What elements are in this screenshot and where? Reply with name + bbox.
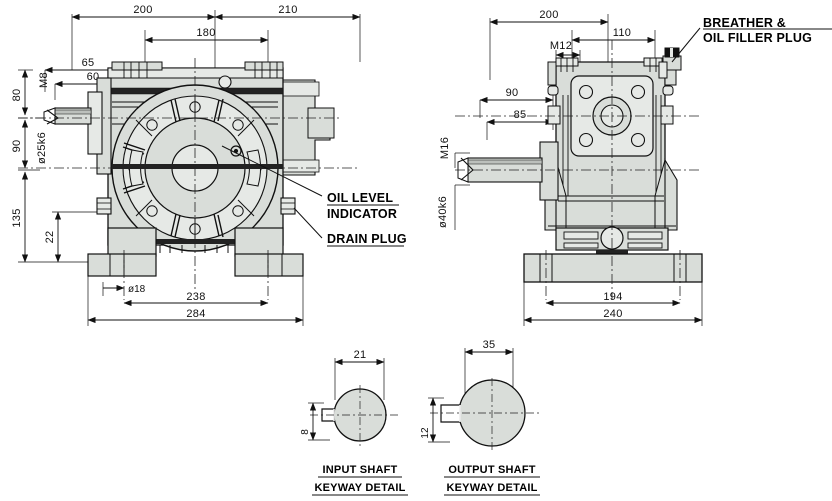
dim-front-200: 200 bbox=[71, 4, 216, 21]
dim-front-210: 210 bbox=[214, 4, 361, 21]
side-center-lines bbox=[455, 40, 700, 300]
dim-side-200-label: 200 bbox=[539, 9, 558, 21]
output-keyway-caption-line1: OUTPUT SHAFT bbox=[448, 464, 535, 476]
callout-breather-line2: OIL FILLER PLUG bbox=[703, 31, 812, 45]
front-center-lines bbox=[18, 58, 360, 300]
dim-front-60-label: 60 bbox=[87, 71, 100, 83]
callout-oil-level-line1: OIL LEVEL bbox=[327, 191, 393, 205]
label-m8: M8 bbox=[38, 72, 50, 88]
label-m16: M16 bbox=[439, 137, 451, 159]
label-dia25k6: ø25k6 bbox=[36, 132, 48, 164]
dim-front-dia18: ø18 bbox=[102, 282, 146, 296]
dim-front-65-label: 65 bbox=[82, 57, 95, 69]
input-keyway-caption-line2: KEYWAY DETAIL bbox=[314, 482, 405, 494]
dim-front-238-label: 238 bbox=[186, 291, 205, 303]
dim-front-210-label: 210 bbox=[278, 4, 297, 16]
dim-side-110: 110 bbox=[571, 27, 656, 44]
side-view: 200 110 M12 90 85 M16 ø40k6 bbox=[437, 9, 832, 326]
dim-side-240: 240 bbox=[523, 282, 703, 326]
dim-output-keyway-35-label: 35 bbox=[483, 339, 496, 351]
front-view: 200 210 180 65 60 80 90 bbox=[11, 4, 407, 326]
dim-front-238: 238 bbox=[123, 291, 269, 307]
dim-input-keyway-8: 8 bbox=[300, 402, 330, 441]
dim-side-240-label: 240 bbox=[603, 308, 622, 320]
callout-breather-oil-filler-plug: BREATHER & OIL FILLER PLUG bbox=[703, 16, 832, 45]
dim-front-22-label: 22 bbox=[44, 231, 56, 244]
dim-input-keyway-21: 21 bbox=[334, 349, 385, 366]
output-shaft-keyway-detail: 35 12 OUTPUT SHAFT KEYWAY DETAIL bbox=[420, 339, 540, 496]
dim-side-194-label: 194 bbox=[603, 291, 622, 303]
dim-output-keyway-12-label: 12 bbox=[420, 427, 431, 439]
dim-side-85: 85 bbox=[486, 109, 554, 140]
dim-front-180: 180 bbox=[144, 27, 269, 44]
callout-drain-plug-label: DRAIN PLUG bbox=[327, 232, 407, 246]
input-keyway-caption-line1: INPUT SHAFT bbox=[323, 464, 398, 476]
output-keyway-slot bbox=[440, 404, 461, 423]
callout-drain-plug: DRAIN PLUG bbox=[327, 232, 407, 247]
callout-breather-line1: BREATHER & bbox=[703, 16, 786, 30]
dim-front-80-label: 80 bbox=[11, 89, 23, 102]
dim-front-284: 284 bbox=[87, 276, 304, 326]
dim-front-200-label: 200 bbox=[133, 4, 152, 16]
input-shaft-keyway-detail: 21 8 INPUT SHAFT KEYWAY DETAIL bbox=[300, 349, 408, 496]
dim-input-keyway-8-label: 8 bbox=[300, 429, 311, 435]
dim-front-284-label: 284 bbox=[186, 308, 205, 320]
dim-side-110-label: 110 bbox=[613, 27, 631, 39]
dim-front-dia18-label: ø18 bbox=[128, 284, 146, 295]
dim-side-85-label: 85 bbox=[514, 109, 527, 121]
dim-input-keyway-21-label: 21 bbox=[354, 349, 367, 361]
leader-drain-plug bbox=[293, 207, 323, 239]
dim-front-135-label: 135 bbox=[11, 208, 23, 227]
dim-side-194: 194 bbox=[545, 291, 681, 307]
dim-side-90-label: 90 bbox=[506, 87, 519, 99]
dim-output-keyway-35: 35 bbox=[464, 339, 514, 356]
dim-front-90-label: 90 bbox=[11, 140, 23, 153]
dim-output-keyway-12: 12 bbox=[420, 397, 450, 443]
callout-oil-level-line2: INDICATOR bbox=[327, 207, 397, 221]
output-keyway-caption: OUTPUT SHAFT KEYWAY DETAIL bbox=[444, 464, 540, 496]
dim-front-22: 22 bbox=[44, 211, 100, 263]
callout-oil-level-indicator: OIL LEVEL INDICATOR bbox=[327, 191, 399, 221]
input-keyway-caption: INPUT SHAFT KEYWAY DETAIL bbox=[312, 464, 408, 496]
dim-front-180-label: 180 bbox=[196, 27, 215, 39]
output-keyway-caption-line2: KEYWAY DETAIL bbox=[446, 482, 537, 494]
label-m12: M12 bbox=[550, 40, 572, 52]
label-dia40k6: ø40k6 bbox=[437, 196, 449, 228]
leader-oil-level bbox=[221, 145, 323, 197]
leader-breather bbox=[671, 27, 701, 63]
dim-side-200: 200 bbox=[489, 9, 609, 26]
